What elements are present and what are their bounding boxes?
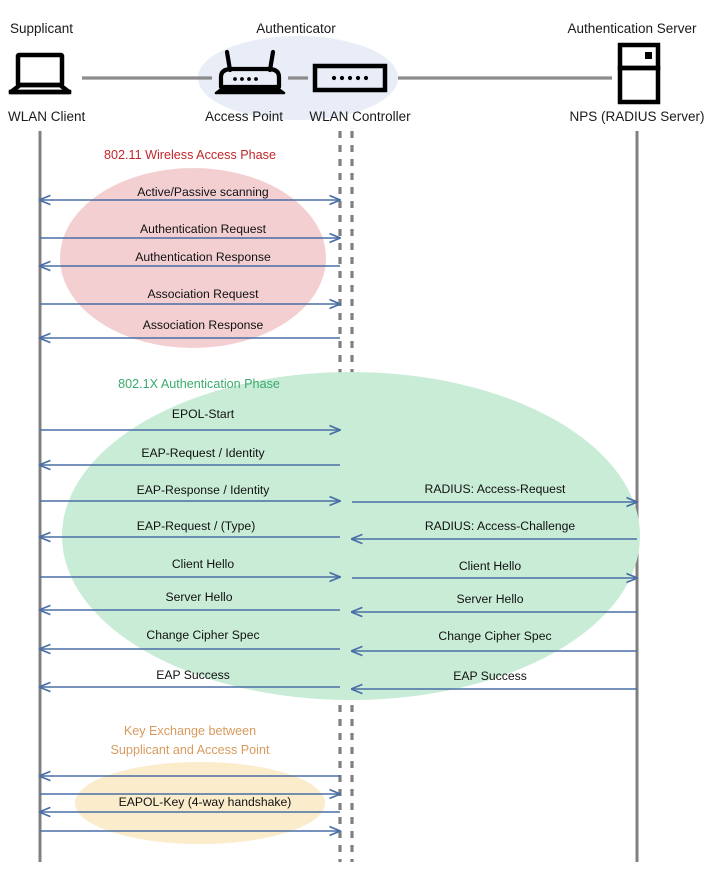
- message-group-client-hello-left: Client Hello: [40, 557, 340, 577]
- message-group-eap-response-identity: EAP-Response / Identity: [40, 483, 340, 501]
- message-group-server-hello-right: Server Hello: [352, 592, 637, 612]
- message-group-eap-request-identity: EAP-Request / Identity: [40, 446, 340, 465]
- server-icon: [617, 42, 661, 105]
- phase-label-dot1x: 802.1X Authentication Phase: [118, 377, 280, 391]
- message-label: EAPOL-Key (4-way handshake): [119, 795, 292, 809]
- message-label: Authentication Response: [135, 250, 271, 264]
- message-group-client-hello-right: Client Hello: [352, 559, 637, 578]
- message-group-authentication-response: Authentication Response: [40, 250, 340, 266]
- message-group-radius-access-challenge: RADIUS: Access-Challenge: [352, 519, 637, 539]
- message-label: Change Cipher Spec: [438, 629, 551, 643]
- message-label: Association Response: [143, 318, 264, 332]
- actor-role-supplicant: Supplicant: [10, 21, 73, 36]
- message-label: Association Request: [147, 287, 259, 301]
- message-label: Server Hello: [165, 590, 232, 604]
- message-label: RADIUS: Access-Challenge: [425, 519, 576, 533]
- message-label: EAP-Request / Identity: [141, 446, 265, 460]
- message-group-change-cipher-spec-left: Change Cipher Spec: [40, 628, 340, 649]
- actor-name-access-point: Access Point: [205, 109, 283, 124]
- actor-role-authenticator: Authenticator: [256, 21, 336, 36]
- message-group-association-request: Association Request: [40, 287, 340, 304]
- actor-name-nps-radius-server: NPS (RADIUS Server): [569, 109, 704, 124]
- phase-backdrop-wireless-access: [60, 168, 326, 348]
- message-label: Client Hello: [172, 557, 235, 571]
- message-group-server-hello-left: Server Hello: [40, 590, 340, 610]
- message-group-active-passive-scanning: Active/Passive scanning: [40, 185, 340, 200]
- message-group-eapol-key-3: EAPOL-Key (4-way handshake): [40, 795, 340, 812]
- message-group-radius-access-request: RADIUS: Access-Request: [352, 482, 637, 502]
- message-group-epol-start: EPOL-Start: [40, 407, 340, 430]
- message-label: EAP Success: [453, 669, 527, 683]
- message-group-eap-success-right: EAP Success: [352, 669, 637, 689]
- message-label: Client Hello: [459, 559, 522, 573]
- message-label: EPOL-Start: [172, 407, 235, 421]
- message-label: Active/Passive scanning: [137, 185, 268, 199]
- actor-name-wlan-controller: WLAN Controller: [309, 109, 411, 124]
- laptop-icon: [8, 52, 72, 95]
- phase-backdrop-dot1x: [62, 372, 640, 700]
- message-group-authentication-request: Authentication Request: [40, 222, 340, 238]
- message-group-change-cipher-spec-right: Change Cipher Spec: [352, 629, 637, 651]
- message-label: Server Hello: [456, 592, 523, 606]
- wlan-controller-icon: [312, 63, 388, 93]
- message-label: EAP-Response / Identity: [137, 483, 271, 497]
- message-label: Authentication Request: [140, 222, 267, 236]
- message-label: Change Cipher Spec: [146, 628, 259, 642]
- actor-name-wlan-client: WLAN Client: [8, 109, 86, 124]
- message-group-eap-success-left: EAP Success: [40, 668, 340, 687]
- phase-backdrop-key-exchange: [75, 762, 325, 844]
- actor-role-authentication-server: Authentication Server: [567, 21, 697, 36]
- message-label: EAP Success: [156, 668, 230, 682]
- phase-label-key-exchange-line2: Supplicant and Access Point: [111, 743, 270, 757]
- phase-label-wireless-access: 802.11 Wireless Access Phase: [104, 148, 276, 162]
- message-group-eap-request-type: EAP-Request / (Type): [40, 519, 340, 537]
- message-label: EAP-Request / (Type): [137, 519, 256, 533]
- message-group-association-response: Association Response: [40, 318, 340, 338]
- access-point-icon: [214, 49, 286, 95]
- message-label: RADIUS: Access-Request: [425, 482, 566, 496]
- phase-label-key-exchange-line1: Key Exchange between: [124, 724, 256, 738]
